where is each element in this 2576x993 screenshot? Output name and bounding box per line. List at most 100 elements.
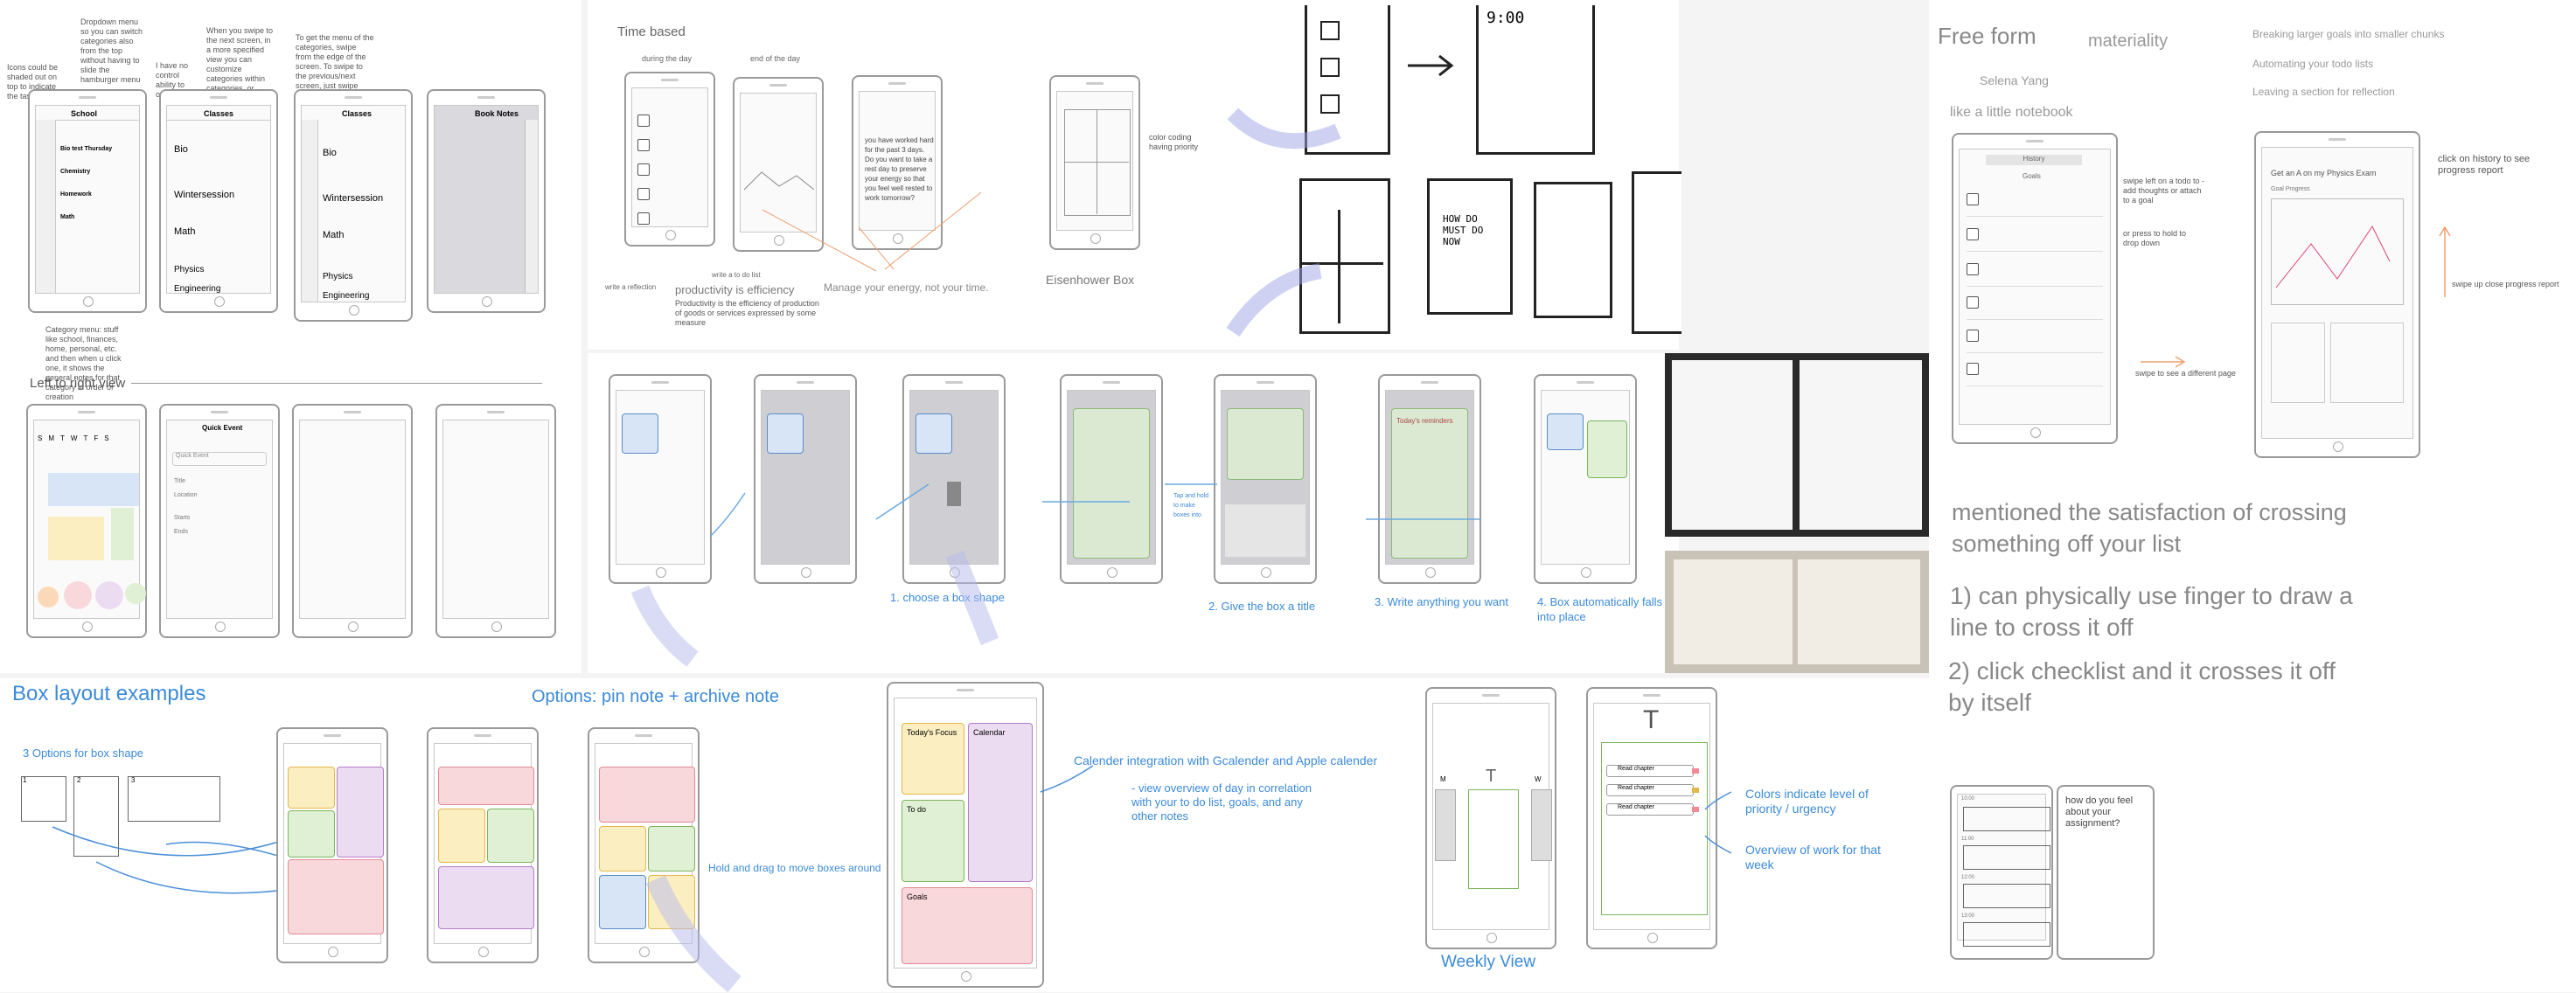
phone-school: School Bio test Thursday Chemistry Homew… (28, 89, 147, 313)
phone-day-list (624, 72, 715, 247)
panel-category-views: Icons could be shaded out on top to indi… (0, 0, 581, 673)
field-label: Starts (174, 515, 190, 521)
calendar-integration-note: Calender integration with Gcalender and … (1074, 753, 1377, 767)
productivity-body: Productivity is the efficiency of produc… (675, 299, 824, 328)
phone-blank-a (292, 404, 413, 638)
section-label[interactable]: Wintersession (174, 190, 234, 200)
time-label: 13:00 (1961, 913, 1974, 919)
section-label[interactable]: Bio (323, 148, 337, 158)
side-label: W (1535, 775, 1542, 783)
section-label[interactable]: Physics (323, 272, 352, 281)
phone-quick-event: Quick Event Quick Event Title Location S… (159, 404, 280, 638)
option-number: 3 (131, 776, 135, 784)
swipe-up-note: swipe up close progress report (2452, 280, 2574, 289)
swipe-note-a: swipe left on a todo to - add thoughts o… (2123, 177, 2207, 205)
history-tab[interactable]: History (1986, 155, 2082, 165)
list-item[interactable]: Chemistry (60, 169, 90, 175)
phone-goal-progress: Get an A on my Physics Exam Goal Progres… (2254, 131, 2420, 458)
step-arrows (675, 467, 1637, 572)
panel-box-layouts: Box layout examples 3 Options for box sh… (0, 678, 1417, 992)
field-label: Ends (174, 529, 188, 535)
weekly-phone-1: M T W (1425, 687, 1556, 949)
todo-item[interactable]: Read chapter (1606, 765, 1694, 777)
quick-event-input[interactable]: Quick Event (172, 452, 267, 466)
big-t-label: T (1643, 705, 1659, 735)
pin-archive-title: Options: pin note + archive note (532, 687, 779, 707)
phone-blank-b (435, 404, 556, 638)
side-label: M (1440, 775, 1446, 783)
tagline: like a little notebook (1950, 105, 2073, 121)
caption-todo: write a to do list (712, 271, 761, 279)
list-item[interactable]: Math (60, 214, 74, 220)
swipe-note-b: or press to hold to drop down (2123, 229, 2202, 248)
section-label[interactable]: Engineering (323, 291, 369, 301)
list-item[interactable]: Bio test Thursday (60, 146, 112, 152)
energy-quote: Manage your energy, not your time. (824, 281, 989, 294)
goal-line-3: Leaving a section for reflection (2252, 86, 2395, 98)
sketch-time: 9:00 (1486, 9, 1524, 27)
caption-reflection: write a reflection (605, 283, 656, 291)
layout-phone-2 (427, 727, 539, 963)
field-label: Title (174, 478, 185, 484)
point-1: 1) can physically use finger to draw a l… (1950, 580, 2370, 643)
phone-title: Classes (204, 109, 233, 118)
panel-hand-sketches: 9:00 HOW DO MUST DO NOW (1224, 0, 1679, 350)
eisenhower-label: Eisenhower Box (1046, 273, 1134, 287)
phone-classes-a: Classes Bio Wintersession Math Physics E… (159, 89, 278, 313)
time-label: 11:00 (1961, 837, 1974, 842)
option-number: 1 (23, 776, 26, 784)
goal-title: Get an A on my Physics Exam (2271, 169, 2377, 177)
list-item[interactable]: Homework (60, 191, 92, 198)
goals-label: Goals (907, 892, 928, 901)
panel-free-form: Free form materiality Selena Yang like a… (1929, 0, 2576, 992)
phone-classes-b: Classes Bio Wintersession Math Physics E… (294, 89, 413, 322)
field-label: Location (174, 492, 197, 498)
phone-title: Classes (342, 109, 372, 118)
week-days: SMTWTFS (38, 434, 115, 442)
step-2-label: 2. Give the box a title (1208, 600, 1315, 613)
section-label[interactable]: Bio (174, 144, 188, 155)
phone-title: Book Notes (475, 109, 519, 118)
tablet-photo (1665, 353, 1929, 537)
free-form-heading: Free form (1938, 23, 2036, 50)
calendar-phone: Today's Focus Calendar To do Goals (887, 682, 1044, 988)
section-label[interactable]: Wintersession (323, 193, 383, 204)
note-dropdown: Dropdown menu so you can switch categori… (80, 17, 149, 85)
weekly-view-label: Weekly View (1441, 953, 1535, 972)
section-label[interactable]: Engineering (174, 284, 220, 294)
todo-item[interactable]: Read chapter (1606, 803, 1694, 816)
box-layout-heading: Box layout examples (12, 682, 205, 706)
layout-phone-1 (276, 727, 388, 963)
author: Selena Yang (1980, 73, 2049, 87)
eisenhower-note: color coding having priority (1149, 133, 1201, 152)
phone-week-calendar: SMTWTFS (26, 404, 147, 638)
weekly-phone-2: T Read chapter Read chapter Read chapter (1586, 687, 1717, 949)
panel-weekly-view: M T W Weekly View T Read chapter Read ch… (1417, 678, 1929, 992)
history-note: click on history to see progress report (2438, 154, 2552, 177)
feel-question: how do you feel about your assignment? (2065, 795, 2144, 830)
time-label: 12:00 (1961, 875, 1974, 880)
phone-feel-question: how do you feel about your assignment? (2057, 785, 2155, 960)
phone-time-blocks: 10:00 11:00 12:00 13:00 (1950, 785, 2053, 960)
sketch-note: HOW DO MUST DO NOW (1443, 213, 1490, 247)
option-arrows (44, 809, 306, 923)
goals-tab[interactable]: Goals (2023, 172, 2041, 180)
todo-item[interactable]: Read chapter (1606, 784, 1694, 796)
section-label[interactable]: Math (174, 226, 195, 237)
section-label[interactable]: Physics (174, 265, 204, 274)
phone-book-notes: Book Notes (427, 89, 546, 313)
col-label-day: during the day (642, 54, 692, 63)
point-2: 2) click checklist and it crosses it off… (1948, 656, 2368, 719)
col-label-end: end of the day (750, 54, 800, 63)
hand-sketch (623, 580, 1147, 668)
orange-connectors (762, 192, 1025, 280)
productivity-title: productivity is efficiency (675, 283, 794, 296)
notebook-photo (1665, 551, 1929, 673)
materiality-heading: materiality (2088, 31, 2168, 52)
side-label: T (1486, 767, 1496, 787)
phone-eisenhower (1049, 75, 1140, 250)
section-label[interactable]: Math (323, 230, 344, 240)
todays-focus-label: Today's Focus (907, 728, 957, 737)
step-3-label: 3. Write anything you want (1375, 594, 1532, 609)
goal-line-2: Automating your todo lists (2252, 58, 2373, 70)
